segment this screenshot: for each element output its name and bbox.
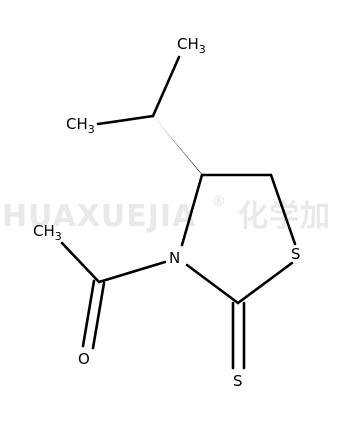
bond-acyl-c-to-ch3 [60,241,101,284]
watermark: HUAXUEJIA ® 化学加 [2,194,331,234]
bond-wedge-c4-to-isopropyl [153,116,205,177]
bonds [60,55,297,370]
bond-isopropyl-ch-to-left-ch3 [96,114,155,126]
bond-n3-to-acyl-c [97,260,167,284]
watermark-latin: HUAXUEJIA [2,199,196,234]
atom-label-carbonyl-oxygen: O [78,350,90,368]
atom-label-ch3-left: CH3 [66,115,95,136]
bond-carbonyl-a [81,279,96,348]
bond-c2-to-n3 [185,263,240,305]
atom-label-thione-sulfur: S [233,372,243,390]
atom-label-ch3-top: CH3 [177,35,206,56]
atom-label-ch3-acetyl: CH3 [33,222,62,243]
bond-s1-to-c2 [236,261,294,305]
atom-label-ring-sulfur: S [291,245,301,263]
watermark-chinese: 化学加 [238,199,331,234]
bond-c5-to-s1 [269,173,297,246]
atom-labels: CH3 CH3 CH3 N S O S [33,35,301,390]
bond-n3-to-c4 [180,173,204,247]
atom-label-nitrogen: N [169,249,180,267]
bond-carbonyl-b [91,281,106,350]
watermark-registered-mark: ® [212,194,227,210]
bond-isopropyl-ch-to-top-ch3 [151,55,181,118]
